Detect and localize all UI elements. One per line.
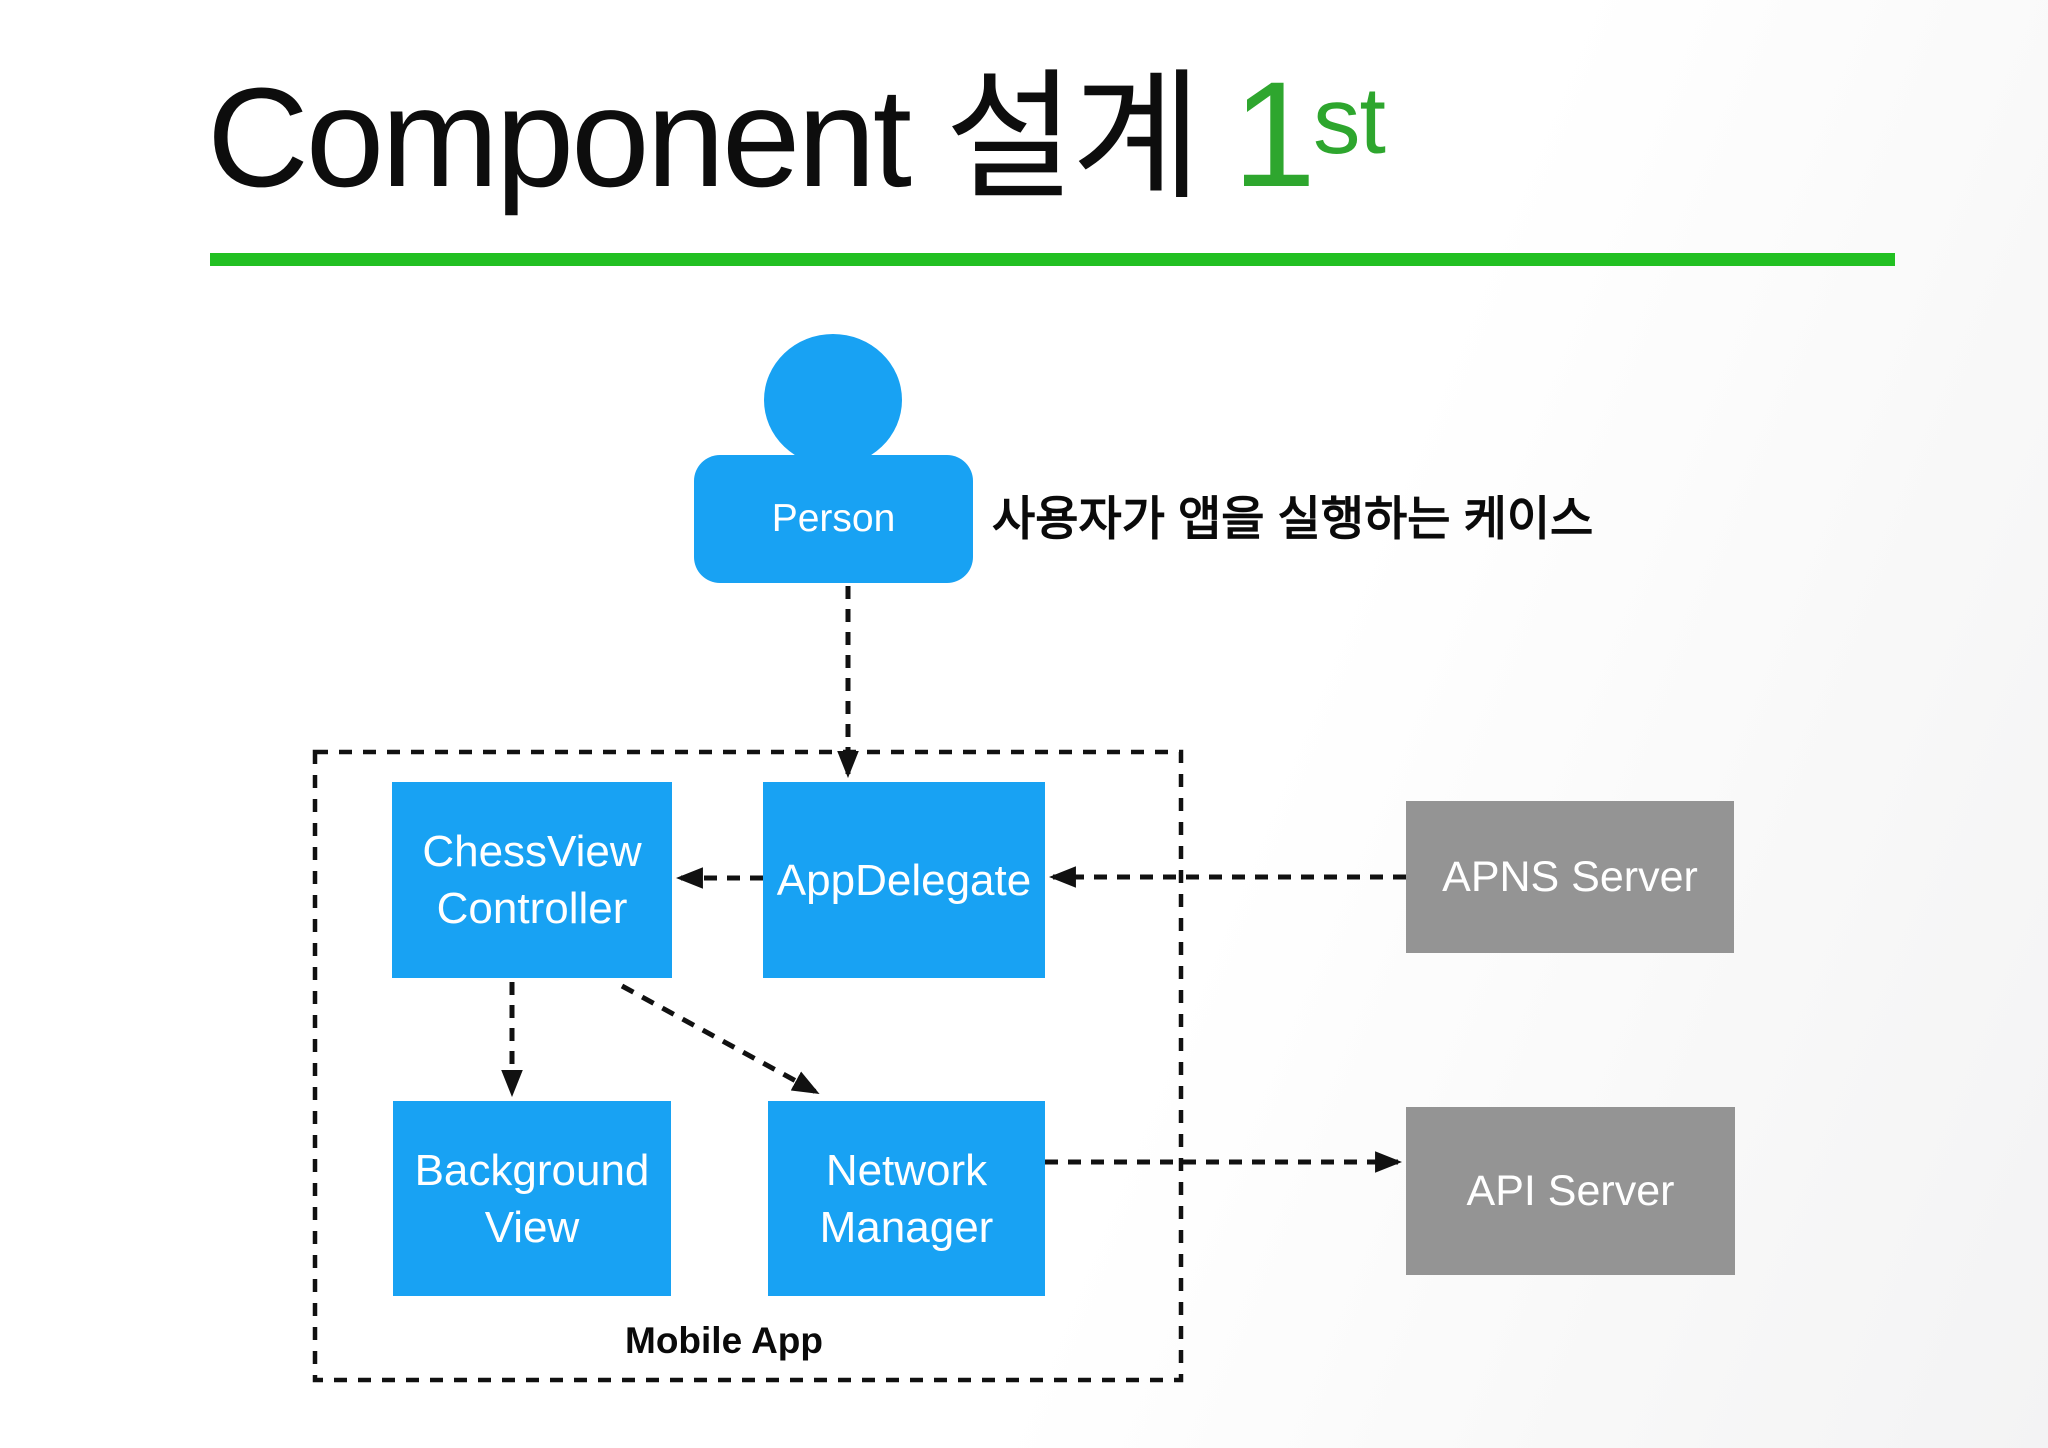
- person-icon: [764, 334, 902, 466]
- mobile-app-label: Mobile App: [625, 1320, 823, 1361]
- person-node: Person: [694, 455, 973, 583]
- node-background-view: Background View: [393, 1101, 671, 1296]
- node-appdelegate-label: AppDelegate: [776, 855, 1032, 905]
- title-underline-rule: [210, 253, 1895, 266]
- mobile-app-boundary: [312, 749, 1184, 1383]
- node-appdelegate: AppDelegate: [763, 782, 1045, 978]
- title-ordinal-suffix: st: [1313, 68, 1386, 174]
- usecase-annotation: 사용자가 앱을 실행하는 케이스: [992, 492, 1594, 545]
- node-network-manager-label: Network Manager: [819, 1145, 994, 1252]
- node-chessview-controller: ChessView Controller: [392, 782, 672, 978]
- node-chessview-controller-label: ChessView Controller: [422, 827, 642, 933]
- edge-chessview-to-network: [620, 983, 820, 1095]
- node-network-manager: Network Manager: [768, 1101, 1045, 1296]
- node-apns-server-label: APNS Server: [1442, 852, 1698, 901]
- title-ordinal-number: 1: [1232, 50, 1316, 218]
- node-api-server-label: API Server: [1466, 1166, 1675, 1215]
- node-api-server: API Server: [1406, 1107, 1735, 1275]
- node-apns-server: APNS Server: [1406, 801, 1734, 953]
- page-title-text: Component 설계: [207, 58, 1202, 216]
- node-background-view-label: Background View: [414, 1145, 650, 1252]
- person-label: Person: [771, 497, 896, 540]
